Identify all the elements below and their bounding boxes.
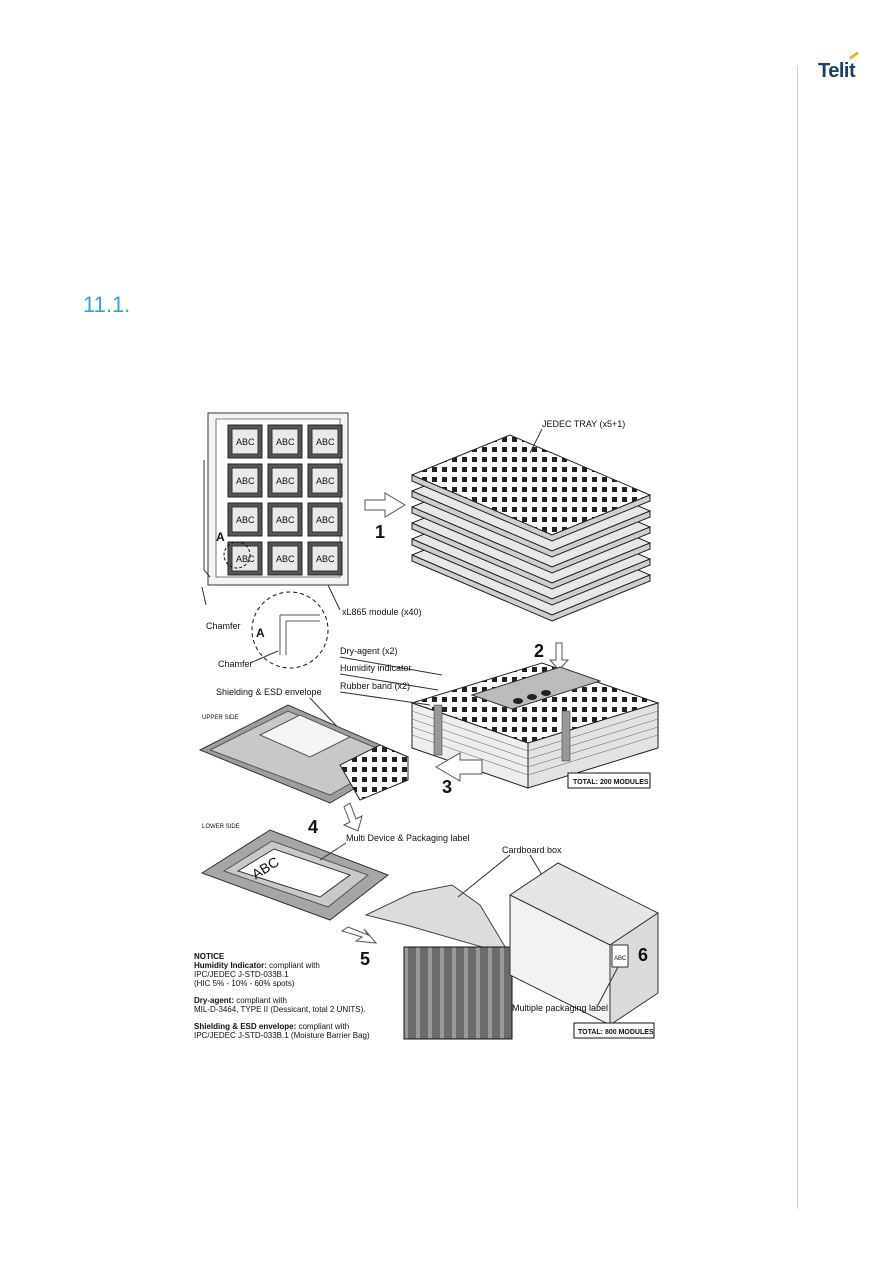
multi-device-label: Multi Device & Packaging label [346,833,470,843]
logo-text: Telit [818,60,856,82]
rubber-band-label: Rubber band (x2) [340,681,410,691]
module-text: ABC [316,515,335,525]
multiple-packaging-label: Multiple packaging label [512,1003,608,1013]
total-200-label: TOTAL: 200 MODULES [573,779,649,786]
notice-shield-line2: IPC/JEDEC J-STD-033B.1 (Moisture Barrier… [194,1031,370,1040]
step-2-arrow [548,642,570,671]
module-face [231,467,259,494]
notice-shield-rest: compliant with [296,1022,349,1031]
notice-dry-line1: Dry-agent: compliant with [194,996,287,1005]
module-face [231,428,259,455]
module-face [311,506,339,533]
module-text: ABC [316,554,335,564]
logo-accent-mark [849,51,859,60]
box-abc-text: ABC [614,956,627,962]
zoom-letter-a: A [256,626,265,640]
lower-side-label: LOWER SIDE [202,824,240,830]
step-3-number: 3 [442,777,452,797]
notice-dry-bold: Dry-agent: [194,996,234,1005]
step-2-number: 2 [534,641,544,661]
cardboard-label: Cardboard box [502,845,562,855]
notice-dry-line2: MIL-D-3464, TYPE II (Dessicant, total 2 … [194,1005,365,1014]
dry-agent-label: Dry-agent (x2) [340,646,398,656]
step-3-arrow [435,752,483,782]
step-4-number: 4 [308,817,318,837]
tray-edge [411,538,651,606]
module-tray-detail: ABC ABC ABC ABC ABC ABC ABC ABC ABC ABC ABC ABC A C… [201,412,422,631]
shielding-envelope-lower: LOWER SIDE ABC Multi Device & Packaging … [200,824,470,921]
notice-humidity-bold: Humidity Indicator: [194,961,267,970]
notice-humidity-line1: Humidity Indicator: compliant with [194,961,320,970]
chamfer-detail-label: Chamfer [218,659,253,669]
step-5-number: 5 [360,949,370,969]
tray-label: JEDEC TRAY (x5+1) [542,419,625,429]
module-label: xL865 module (x40) [342,607,422,617]
jedec-tray-stack [410,434,652,622]
cardboard-box-closed: ABC 6 Multiple packaging label TOTAL: 80… [509,862,659,1039]
step-1-number: 1 [375,522,385,542]
module-text: ABC [276,515,295,525]
notice-dry-rest: compliant with [234,996,287,1005]
module-text: ABC [236,515,255,525]
shielding-label: Shielding & ESD envelope [216,687,322,697]
packaging-figure: ABC ABC ABC ABC ABC ABC ABC ABC ABC ABC ABC ABC A C… [194,412,660,1040]
module-face [231,545,259,572]
section-number: 11.1. [83,292,131,317]
humidity-label: Humidity indicator [340,663,412,673]
step-4-arrow [342,802,363,832]
chamfer-zoom-detail: A Chamfer [218,591,329,669]
shielding-envelope-upper: Shielding & ESD envelope UPPER SIDE [198,687,410,804]
module-face [271,506,299,533]
tray-edge [411,554,651,622]
tray-edge [411,522,651,590]
notice-shield-bold: Shielding & ESD envelope: [194,1022,296,1031]
telit-logo: Telit [818,51,866,84]
module-text: ABC [276,476,295,486]
chamfer-label: Chamfer [206,621,241,631]
module-face [271,545,299,572]
module-text: ABC [236,437,255,447]
notice-shield-line1: Shielding & ESD envelope: compliant with [194,1022,349,1031]
step-5-arrow [340,926,378,944]
page-margin-line [797,66,798,1209]
module-text: ABC [236,476,255,486]
bundled-tray-stack: TOTAL: 200 MODULES [410,662,660,789]
module-face [231,506,259,533]
step-6-number: 6 [638,945,648,965]
detail-letter-a: A [216,530,225,544]
step-1-arrow: 1 [364,492,406,542]
module-face [311,467,339,494]
notice-humidity-rest: compliant with [267,961,320,970]
notice-humidity-line2: IPC/JEDEC J-STD-033B.1 [194,970,289,979]
notice-humidity-line3: (HIC 5% - 10% - 60% spots) [194,979,295,988]
notice-title: NOTICE [194,952,225,961]
total-800-label: TOTAL: 800 MODULES [578,1029,654,1036]
tray-edge [411,490,651,558]
module-face [311,428,339,455]
module-face [271,467,299,494]
module-text: ABC [276,437,295,447]
module-text: ABC [236,554,255,564]
cardboard-box-open: Cardboard box [364,845,562,1040]
tray-edge [411,474,651,542]
module-text: ABC [316,437,335,447]
module-text: ABC [316,476,335,486]
notice-block: NOTICE Humidity Indicator: compliant wit… [194,952,370,1040]
upper-side-label: UPPER SIDE [202,715,238,721]
module-face [271,428,299,455]
module-text: ABC [276,554,295,564]
module-face [311,545,339,572]
tray-edge [411,506,651,574]
